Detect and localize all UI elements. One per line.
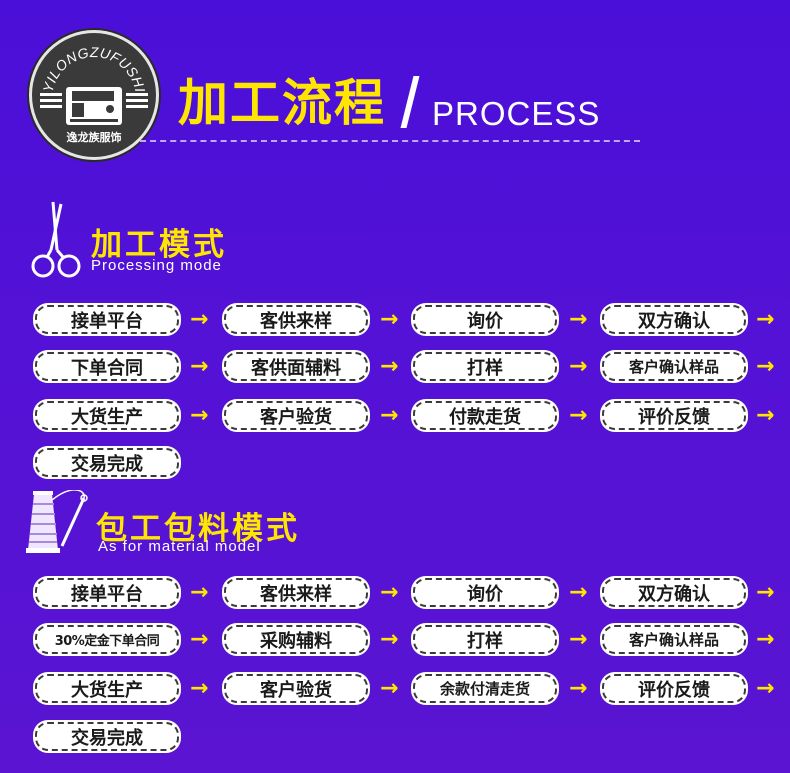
flow-step-box: 30%定金下单合同	[35, 625, 179, 654]
flow-arrow-icon: →	[380, 403, 399, 428]
flow-step-box: 评价反馈	[602, 674, 746, 703]
flow-arrow-icon: →	[569, 403, 588, 428]
flow-step-box: 客户验货	[224, 674, 368, 703]
flow-step-box: 客户验货	[224, 401, 368, 430]
thread-spool-icon	[26, 490, 88, 553]
flow-arrow-icon: →	[756, 354, 775, 379]
title-slash	[400, 76, 420, 128]
flow-arrow-icon: →	[380, 580, 399, 605]
flow-arrow-icon: →	[190, 307, 209, 332]
flow-step-box: 客供来样	[224, 305, 368, 334]
flow-step-box: 下单合同	[35, 352, 179, 381]
flow-arrow-icon: →	[190, 676, 209, 701]
flow-step-box: 打样	[413, 625, 557, 654]
flow-step-box: 客供面辅料	[224, 352, 368, 381]
flow-arrow-icon: →	[190, 580, 209, 605]
flow-step-box: 接单平台	[35, 578, 179, 607]
section-2-title: 包工包料模式	[96, 511, 300, 547]
flow-arrow-icon: →	[190, 403, 209, 428]
flow-arrow-icon: →	[756, 676, 775, 701]
flow-step-box: 询价	[413, 578, 557, 607]
flow-arrow-icon: →	[380, 354, 399, 379]
flow-arrow-icon: →	[190, 627, 209, 652]
flow-step-box: 采购辅料	[224, 625, 368, 654]
flow-step-box: 客户确认样品	[602, 625, 746, 654]
flow-arrow-icon: →	[380, 627, 399, 652]
sewing-machine-icon: YILONGZUFUSHI	[40, 44, 149, 125]
flow-arrow-icon: →	[569, 354, 588, 379]
section-1-subtitle: Processing mode	[91, 257, 222, 274]
flow-step-box: 双方确认	[602, 578, 746, 607]
flow-step-box: 打样	[413, 352, 557, 381]
page-title-en: PROCESS	[432, 95, 601, 132]
flow-arrow-icon: →	[756, 627, 775, 652]
flow-step-box: 余款付清走货	[413, 674, 557, 703]
flow-step-box: 双方确认	[602, 305, 746, 334]
flow-step-box: 客供来样	[224, 578, 368, 607]
flow-arrow-icon: →	[756, 580, 775, 605]
logo-arc-text: YILONGZUFUSHI	[40, 44, 148, 94]
section-2-subtitle: As for material model	[98, 538, 261, 555]
svg-text:YILONGZUFUSHI: YILONGZUFUSHI	[40, 44, 149, 94]
flow-arrow-icon: →	[756, 403, 775, 428]
flow-arrow-icon: →	[569, 580, 588, 605]
title-divider	[140, 140, 640, 142]
flow-step-box: 大货生产	[35, 401, 179, 430]
flow-step-box: 接单平台	[35, 305, 179, 334]
brand-logo: YILONGZUFUSHI 逸龙族服饰	[29, 30, 159, 160]
flow-step-box: 评价反馈	[602, 401, 746, 430]
flow-step-box: 付款走货	[413, 401, 557, 430]
logo-bottom-text: 逸龙族服饰	[66, 131, 122, 144]
flow-step-box: 交易完成	[35, 722, 179, 751]
flow-step-box: 交易完成	[35, 448, 179, 477]
flow-arrow-icon: →	[756, 307, 775, 332]
flow-step-box: 大货生产	[35, 674, 179, 703]
flow-arrow-icon: →	[569, 676, 588, 701]
page-title: 加工流程	[178, 74, 386, 132]
section-1-title: 加工模式	[91, 227, 227, 263]
flow-step-box: 询价	[413, 305, 557, 334]
flow-step-box: 客户确认样品	[602, 352, 746, 381]
flow-arrow-icon: →	[190, 354, 209, 379]
flow-arrow-icon: →	[380, 676, 399, 701]
flow-arrow-icon: →	[569, 307, 588, 332]
scissors-icon	[31, 201, 81, 278]
flow-arrow-icon: →	[380, 307, 399, 332]
flow-arrow-icon: →	[569, 627, 588, 652]
